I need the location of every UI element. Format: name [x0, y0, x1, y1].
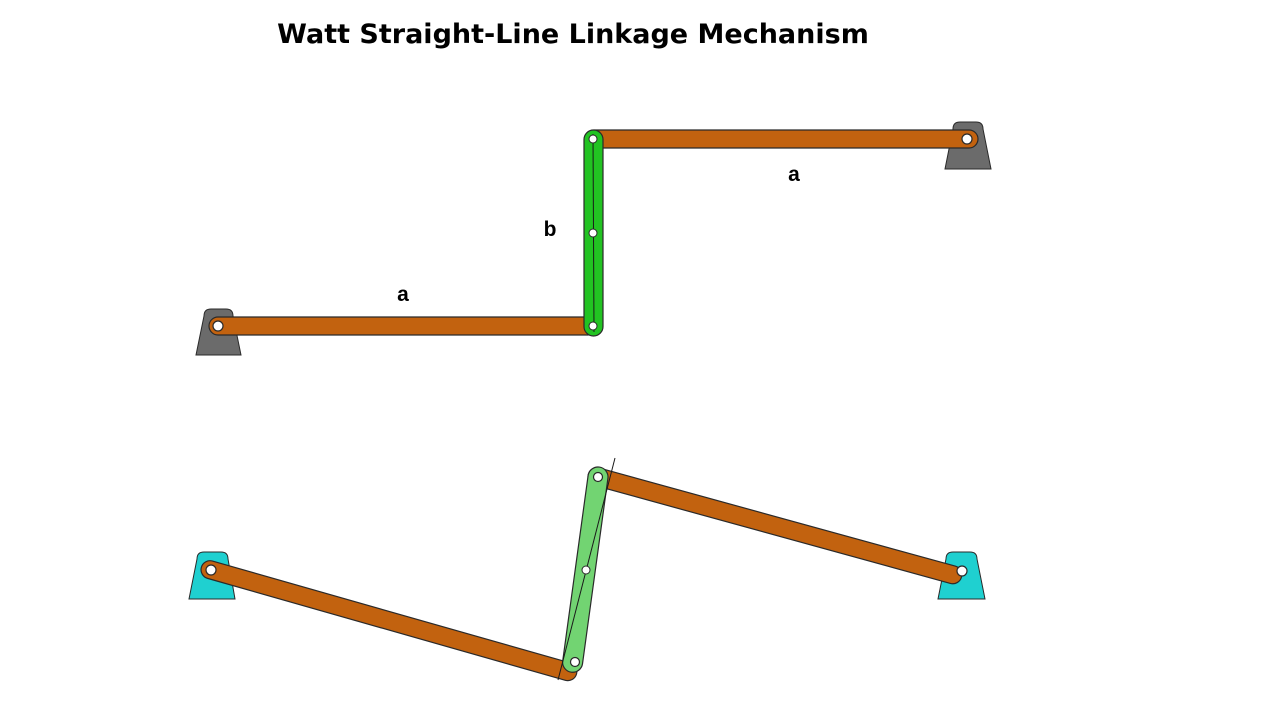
coupler-bottom-pin-rotated [569, 656, 581, 668]
coupler-top-pin-rotated [592, 471, 604, 483]
left-ground-pin [212, 320, 224, 332]
coupler-bottom-pin [588, 321, 598, 331]
left-arm-link-rotated [200, 560, 578, 682]
coupler-label: b [544, 218, 557, 241]
right-ground-pin [961, 133, 973, 145]
left-arm-link [208, 316, 598, 336]
right-arm-link [585, 129, 979, 149]
coupler-mid-pin [588, 228, 598, 238]
diagram-title: Watt Straight-Line Linkage Mechanism [277, 19, 869, 50]
left-ground-pin-rotated [205, 564, 217, 576]
coupler-top-pin [588, 134, 598, 144]
mechanism-rotated [188, 457, 986, 682]
left-arm-label: a [397, 283, 409, 306]
coupler-mid-pin-rotated [581, 565, 591, 575]
right-arm-link-rotated [587, 467, 963, 585]
right-ground-pin-rotated [956, 565, 968, 577]
right-arm-label: a [788, 163, 800, 186]
mechanism-aligned: a a b [195, 121, 992, 356]
